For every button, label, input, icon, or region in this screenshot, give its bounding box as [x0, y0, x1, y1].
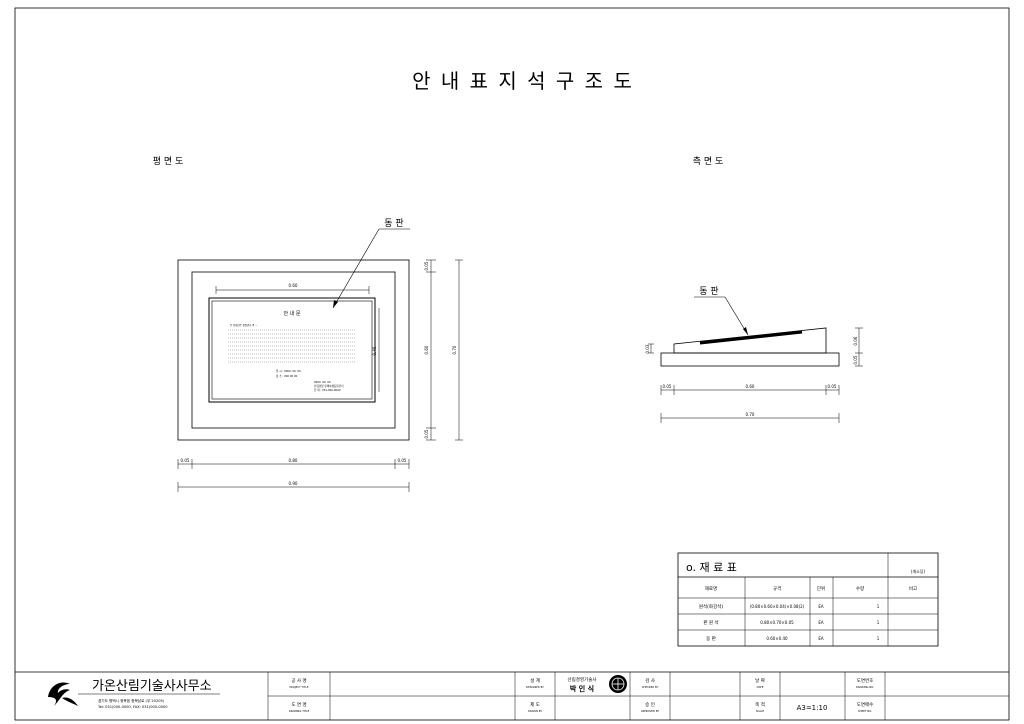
plan-dim-inner-right-label: 0.40 [372, 346, 377, 355]
drawing-no-label-en: DRAWING NO. [856, 685, 874, 689]
plan-plate-inner [211, 300, 373, 400]
materials-row1-name: 원석(화강석) [699, 603, 723, 610]
side-stone [673, 327, 827, 354]
company-logo-icon [48, 682, 78, 706]
plan-dim-bottom-inner: 0.80 [289, 458, 298, 463]
scale-label: 축 척 [755, 701, 765, 708]
side-dim-right-h2: 0.05 [853, 355, 858, 364]
side-callout-arrow [743, 327, 748, 335]
sign-footer-1: 일 시 : 0000. 00. 00 [276, 369, 301, 373]
side-dim-left-h: 0.03 [645, 344, 650, 353]
company-contact: Tel: 031)000-0000, FAX: 031)000-0000 [97, 705, 168, 709]
project-label: 공 사 명 [291, 677, 306, 684]
sign-footer-5: 전 화 : 031-000-0000 [314, 388, 341, 392]
drawing-no-label: 도면번호 [857, 677, 874, 684]
materials-row2-unit: EA [818, 620, 824, 625]
plan-dim-bottom-total-label: 0.90 [289, 481, 298, 486]
materials-table: o. 재 료 표 (개소당) 재료명 규격 단위 수량 비고 원석(화강석) (… [677, 552, 939, 647]
side-dim-right-h1: 0.06 [853, 336, 858, 345]
materials-row1-qty: 1 [877, 604, 880, 609]
sheet-border [14, 7, 1010, 721]
project-label-en: PROJECT TITLE [289, 685, 308, 689]
designer-org: 산림경영기술사 [568, 676, 598, 683]
sign-footer-4: 산림경영 유해야생동물관리 [314, 384, 344, 388]
plan-view: 안 내 문 본 안내판은 정원관리 중 … 일 시 : 0000. 00. 00… [177, 218, 463, 492]
title-block: 가온산림기술사사무소 경기도 평택시 청북읍 청북남로 (우 20205) Te… [15, 671, 1009, 720]
materials-header-qty: 수량 [856, 585, 864, 592]
sign-line: 본 안내판은 정원관리 중 … [230, 323, 258, 327]
side-dim-bottom-mid: 0.60 [746, 384, 755, 389]
plan-stone-outline [191, 271, 396, 429]
date-label-en: DATE [757, 685, 764, 689]
designer-name: 박 인 식 [570, 684, 594, 693]
approved-label-en: APPROVED BY [641, 709, 660, 713]
plan-callout-label: 동 판 [384, 218, 403, 229]
plan-dim-right-bottom: 0.05 [424, 429, 429, 438]
side-view: 동 판 0.03 0.06 0.05 0.05 0.60 0.05 0.70 [645, 286, 863, 423]
sign-heading: 안 내 문 [284, 310, 301, 317]
materials-unit-note: (개소당) [911, 568, 926, 574]
plan-dim-far-right-label: 0.70 [452, 345, 457, 354]
side-dim-bottom-right: 0.05 [828, 384, 837, 389]
materials-row3-name: 동 판 [706, 635, 716, 642]
sheet-no-label-en: SHEET NO. [858, 709, 872, 713]
designer-seal-icon [609, 675, 627, 693]
materials-row2-spec: 0.80×0.70×0.05 [760, 620, 794, 625]
side-plate [699, 330, 803, 345]
materials-row1-unit: EA [818, 604, 824, 609]
side-base [660, 352, 840, 367]
materials-heading: o. 재 료 표 [686, 561, 737, 574]
plan-base-outline [177, 259, 410, 441]
plan-callout-arrow [333, 300, 338, 308]
plan-view-label: 평 면 도 [153, 156, 184, 167]
checked-label: 검 사 [645, 677, 656, 684]
sign-footer-3: 0000. 00. 00 [314, 380, 331, 384]
materials-row3-unit: EA [818, 636, 824, 641]
drawing-title: 안 내 표 지 석 구 조 도 [412, 69, 634, 93]
approved-label: 승 인 [645, 701, 655, 708]
sheet-no-label: 도면매수 [857, 701, 874, 708]
side-dim-total-label: 0.70 [746, 412, 755, 417]
side-callout-label: 동 판 [699, 286, 718, 297]
materials-row2-qty: 1 [877, 620, 880, 625]
plan-dim-inner-top-label: 0.60 [289, 283, 298, 288]
drawn-label-en: DRAWN BY [528, 709, 542, 713]
plan-dim-right-top: 0.05 [424, 261, 429, 270]
sign-text-lines [228, 329, 356, 363]
scale-value: A3=1:10 [797, 704, 828, 712]
sign-footer-2: 장 소 : 000 00 00 [276, 374, 298, 378]
plan-dim-bottom-left: 0.05 [181, 458, 190, 463]
materials-row2-name: 판 원 석 [703, 619, 718, 626]
materials-row1-spec: (0.80×0.60×0.04)×0.08(2) [750, 604, 805, 609]
date-label: 날 짜 [755, 677, 765, 684]
designed-label: 설 계 [530, 677, 540, 684]
company-address: 경기도 평택시 청북읍 청북남로 (우 20205) [98, 698, 165, 703]
checked-label-en: CHECKED BY [642, 685, 659, 689]
drawing-title-label-en: DRAWING TITLE [289, 709, 310, 713]
materials-header-spec: 규격 [773, 585, 781, 592]
plan-plate-outer [208, 297, 376, 403]
materials-header-unit: 단위 [817, 585, 825, 592]
materials-row3-spec: 0.60×0.40 [766, 636, 788, 641]
drawing-title-label: 도 면 명 [291, 701, 306, 708]
designed-label-en: DESIGNED BY [526, 685, 544, 689]
materials-header-name: 재료명 [705, 585, 717, 592]
scale-label-en: SCALE [756, 709, 765, 713]
side-dim-bottom-left: 0.05 [663, 384, 672, 389]
plan-dim-right-mid: 0.60 [424, 345, 429, 354]
company-name: 가온산림기술사사무소 [92, 679, 212, 694]
plan-dim-bottom-right: 0.05 [398, 458, 407, 463]
drawn-label: 제 도 [530, 701, 540, 708]
materials-header-note: 비고 [909, 585, 917, 592]
materials-row3-qty: 1 [877, 636, 880, 641]
side-view-label: 측 면 도 [693, 156, 724, 167]
